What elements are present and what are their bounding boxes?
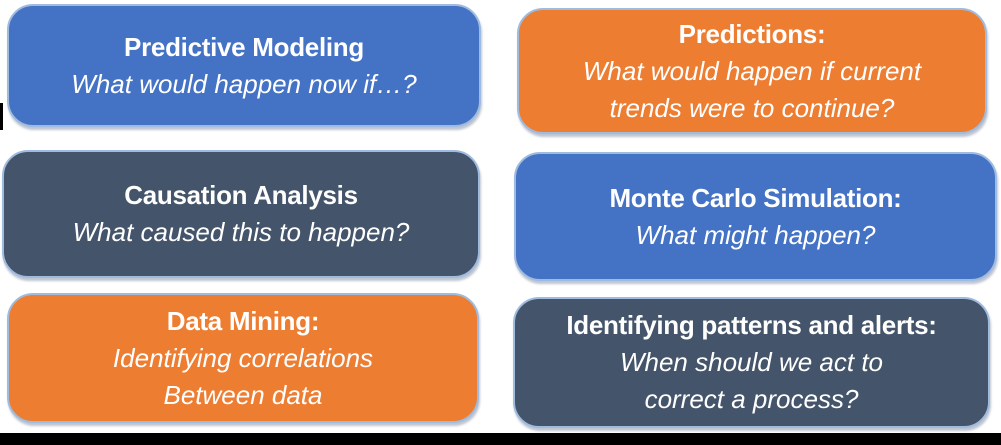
card-title: Predictive Modeling [124, 31, 364, 62]
card-title: Identifying patterns and alerts: [566, 310, 937, 340]
card-predictive-modeling: Predictive Modeling What would happen no… [7, 4, 481, 127]
card-monte-carlo-simulation: Monte Carlo Simulation: What might happe… [514, 152, 997, 281]
card-title: Causation Analysis [124, 180, 358, 210]
card-subtitle-line: What might happen? [635, 219, 876, 250]
card-title: Predictions: [678, 18, 826, 49]
card-subtitle-line: What would happen if current [582, 55, 922, 86]
card-title: Monte Carlo Simulation: [609, 182, 902, 213]
card-data-mining: Data Mining: Identifying correlations Be… [7, 293, 479, 423]
card-subtitle-line: Between data [163, 379, 323, 410]
card-subtitle-line: trends were to continue? [609, 92, 895, 123]
card-subtitle-line: What caused this to happen? [72, 217, 410, 247]
card-subtitle-line: Identifying correlations [112, 342, 374, 373]
card-subtitle-line: When should we act to [619, 347, 884, 377]
card-subtitle-line: correct a process? [644, 384, 859, 414]
card-title: Data Mining: [166, 305, 320, 336]
card-identifying-patterns-and-alerts: Identifying patterns and alerts: When sh… [513, 297, 990, 428]
card-causation-analysis: Causation Analysis What caused this to h… [2, 150, 480, 278]
card-subtitle-line: What would happen now if…? [71, 68, 417, 99]
card-predictions: Predictions: What would happen if curren… [517, 8, 987, 134]
left-edge-artifact [0, 103, 3, 130]
bottom-black-bar [0, 433, 1001, 445]
